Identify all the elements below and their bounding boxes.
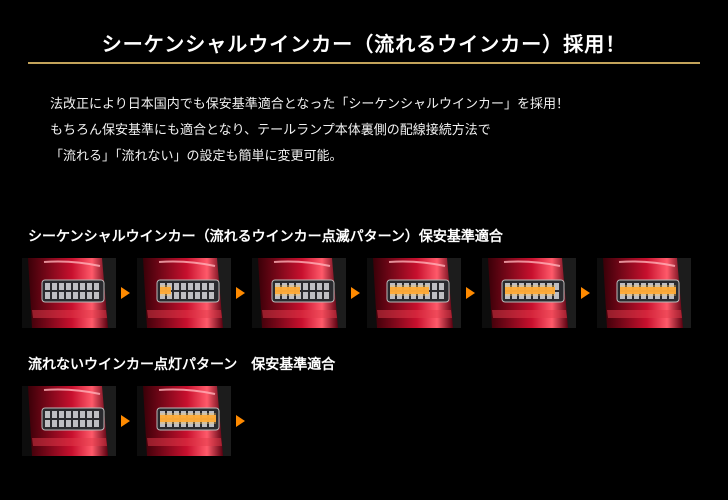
triangle-right-icon [351, 287, 360, 299]
lamp-frame [137, 386, 231, 456]
triangle-right-icon [236, 287, 245, 299]
static-section-heading: 流れないウインカー点灯パターン 保安基準適合 [28, 357, 336, 373]
triangle-right-icon [121, 415, 130, 427]
tail-lamp-image [482, 258, 576, 328]
tail-lamp-image [137, 386, 231, 456]
lamp-frame [137, 258, 231, 328]
tail-lamp-image [137, 258, 231, 328]
intro-line-1: 法改正により日本国内でも保安基準適合となった「シーケンシャルウインカー」を採用！ [50, 97, 569, 112]
triangle-right-icon [236, 415, 245, 427]
lamp-frame [252, 258, 346, 328]
sequential-section-heading: シーケンシャルウインカー（流れるウインカー点滅パターン）保安基準適合 [28, 229, 503, 245]
static-frame-strip [22, 386, 282, 456]
sequential-frame-strip [22, 258, 722, 328]
triangle-right-icon [121, 287, 130, 299]
triangle-right-icon [466, 287, 475, 299]
tail-lamp-image [367, 258, 461, 328]
intro-line-2: もちろん保安基準にも適合となり、テールランプ本体裏側の配線接続方法で [50, 123, 491, 138]
triangle-right-icon [581, 287, 590, 299]
page-title: シーケンシャルウインカー（流れるウインカー）採用！ [101, 32, 627, 56]
tail-lamp-image [252, 258, 346, 328]
lamp-frame [367, 258, 461, 328]
lamp-frame [22, 258, 116, 328]
intro-line-3: 「流れる」「流れない」の設定も簡単に変更可能。 [50, 149, 343, 164]
lamp-frame [22, 386, 116, 456]
tail-lamp-image [22, 386, 116, 456]
tail-lamp-image [22, 258, 116, 328]
lamp-frame [482, 258, 576, 328]
lamp-frame [597, 258, 691, 328]
tail-lamp-image [597, 258, 691, 328]
title-divider [28, 62, 700, 64]
intro-text: 法改正により日本国内でも保安基準適合となった「シーケンシャルウインカー」を採用！… [50, 92, 710, 170]
